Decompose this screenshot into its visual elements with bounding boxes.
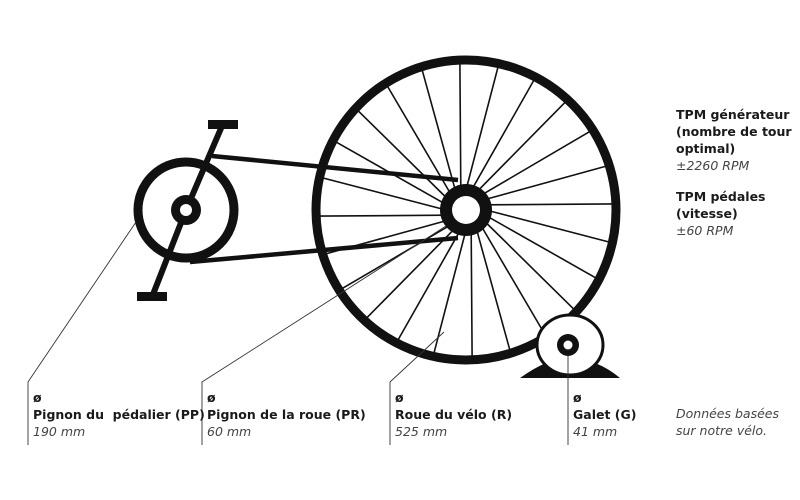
pedal-sprocket (133, 157, 239, 263)
label-wheel: ø Roue du vélo (R) 525 mm (395, 389, 512, 440)
wheel-value: 525 mm (395, 424, 448, 439)
roller-value: 41 mm (573, 424, 618, 439)
spoke (459, 64, 462, 191)
pedal-sprocket-value: 190 mm (33, 424, 86, 439)
wheel-spokes (320, 64, 612, 356)
roller-galet (520, 313, 620, 378)
spoke (320, 214, 447, 217)
spoke (357, 110, 450, 201)
spoke (366, 226, 457, 319)
spoke (475, 101, 566, 194)
spoke (485, 203, 612, 206)
generator-rpm-title-2: (nombre de tour (676, 124, 792, 139)
wheel-sprocket-value: 60 mm (207, 424, 252, 439)
leader-pp (27, 221, 137, 445)
label-wheel-sprocket: ø Pignon de la roue (PR) 60 mm (207, 389, 366, 440)
spoke (336, 141, 448, 206)
spoke (479, 131, 590, 197)
spoke (483, 165, 606, 201)
diameter-symbol: ø (573, 390, 582, 405)
spoke (470, 80, 535, 192)
spoke (326, 219, 449, 255)
generator-rpm-title-1: TPM générateur (676, 107, 790, 122)
diameter-symbol: ø (207, 390, 216, 405)
spoke (433, 229, 467, 353)
diameter-symbol: ø (395, 390, 404, 405)
generator-rpm-value: ±2260 RPM (676, 158, 750, 173)
rpm-info: TPM générateur (nombre de tour optimal) … (676, 106, 792, 239)
note-line-2: sur notre vélo. (676, 423, 768, 438)
pedal-rpm-title-2: (vitesse) (676, 206, 738, 221)
spoke (475, 227, 511, 350)
spoke (465, 67, 499, 191)
wheel-name: Roue du vélo (R) (395, 407, 513, 422)
label-pedal-sprocket: ø Pignon du pédalier (PP) 190 mm (33, 389, 205, 440)
roller-name: Galet (G) (573, 407, 637, 422)
spoke (323, 177, 447, 211)
note-line-1: Données basées (676, 406, 779, 421)
spoke (421, 70, 457, 193)
data-source-note: Données basées sur notre vélo. (676, 405, 779, 439)
bicycle-wheel (311, 55, 621, 365)
pedal-rpm-title-1: TPM pédales (676, 189, 766, 204)
leader-r (389, 331, 445, 445)
spoke (387, 86, 453, 197)
generator-rpm-title-3: optimal) (676, 141, 736, 156)
spoke (484, 214, 596, 279)
spoke (470, 229, 473, 356)
leader-pr (201, 225, 447, 445)
diameter-symbol: ø (33, 390, 42, 405)
pedal-bottom (137, 292, 167, 301)
wheel-sprocket-name: Pignon de la roue (PR) (207, 407, 366, 422)
spoke (485, 209, 609, 243)
pedal-top (208, 120, 238, 129)
leader-lines (27, 221, 569, 445)
pedal-sprocket-name: Pignon du pédalier (PP) (33, 407, 205, 422)
spoke (342, 223, 453, 289)
spoke (397, 228, 462, 340)
spoke (482, 219, 575, 310)
spoke (479, 223, 545, 334)
label-roller: ø Galet (G) 41 mm (573, 389, 636, 440)
pedal-rpm-value: ±60 RPM (676, 223, 734, 238)
